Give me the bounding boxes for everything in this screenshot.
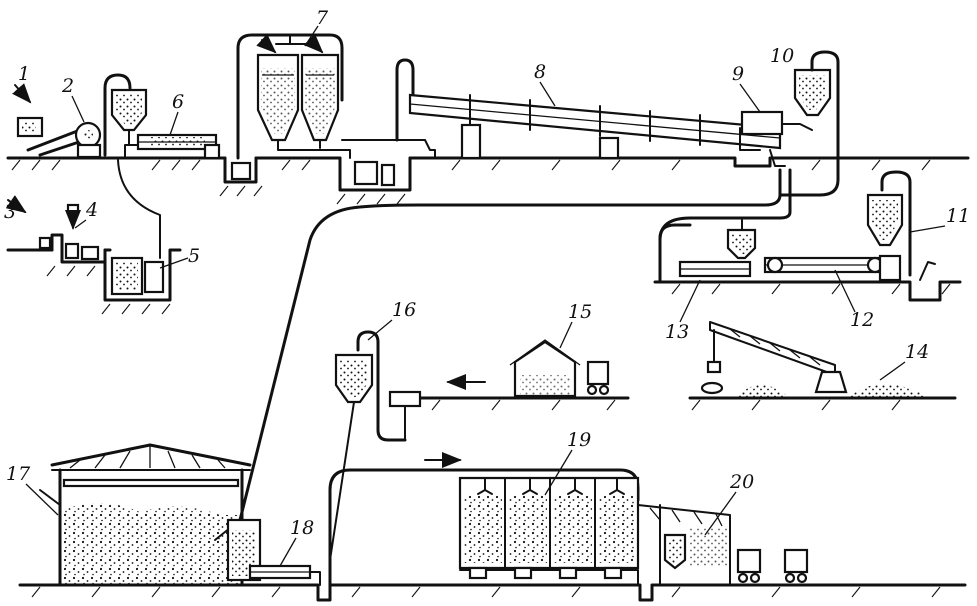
item-9-cooler: [740, 110, 813, 167]
item-8-rotary-kiln: [395, 58, 782, 160]
item-11-cyclone: [866, 170, 936, 281]
label-1: 1: [18, 63, 30, 85]
label-20: 20: [729, 471, 754, 493]
item-10-cyclone: [778, 50, 840, 197]
item-12-conveyor: [763, 254, 902, 282]
label-19: 19: [567, 429, 591, 451]
pit-before-8: [336, 139, 436, 205]
callout-labels: 1 2 3 4 5 6 7 8 9 10 11 12 13 14 15 16 1…: [4, 7, 970, 539]
lower-ground-line: [18, 583, 967, 602]
item-7-silos: [236, 33, 351, 160]
label-18: 18: [290, 517, 314, 539]
label-5: 5: [188, 245, 200, 267]
leader-lines: [25, 25, 946, 567]
item-13-dryer: [658, 219, 757, 282]
item-3-feed: [5, 195, 54, 252]
item-cyclone-upper-left: [103, 73, 148, 157]
pit-before-7: [219, 156, 263, 197]
item-1-raw-feed: [12, 83, 87, 157]
item-18-conveyor: [226, 518, 321, 586]
label-4: 4: [85, 199, 98, 221]
item-14-crane-storage: [688, 321, 957, 411]
label-17: 17: [6, 463, 31, 485]
item-16-cyclone: [329, 330, 422, 561]
label-7: 7: [316, 7, 329, 29]
item-5-pit-elevator: [101, 159, 182, 315]
item-4-hopper: [46, 203, 112, 277]
label-3: 3: [4, 201, 16, 223]
label-10: 10: [770, 45, 794, 67]
middle-right-ground: [653, 280, 962, 302]
item-15-warehouse: [413, 339, 630, 411]
item-17-storage-shed: [39, 443, 252, 587]
label-13: 13: [665, 321, 689, 343]
label-16: 16: [392, 299, 416, 321]
item-19-bunkers: [328, 452, 640, 587]
label-15: 15: [568, 301, 592, 323]
label-8: 8: [534, 61, 546, 83]
item-6-conveyor: [124, 133, 221, 160]
item-2-crusher: [74, 121, 102, 159]
label-6: 6: [172, 91, 184, 113]
label-2: 2: [61, 75, 74, 97]
item-20-loading-station: [637, 504, 809, 586]
label-11: 11: [946, 205, 970, 227]
upper-ground-line: [6, 156, 970, 171]
label-12: 12: [850, 309, 874, 331]
label-14: 14: [905, 341, 929, 363]
label-9: 9: [732, 63, 744, 85]
